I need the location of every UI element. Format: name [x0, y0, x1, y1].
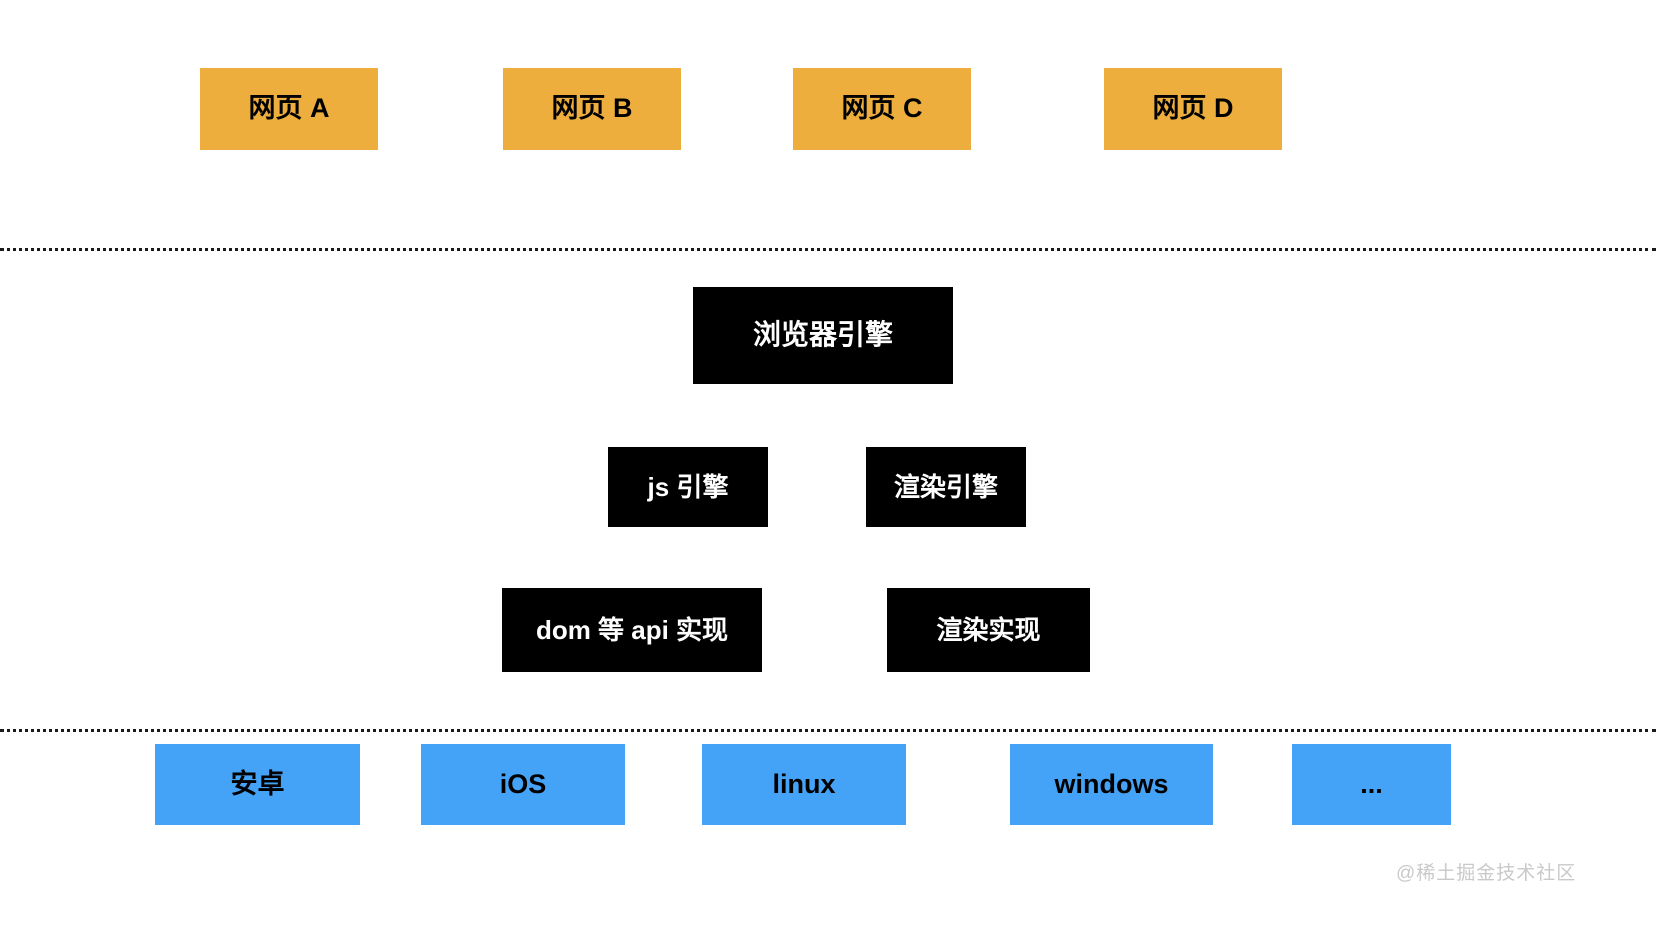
- web-page-label-b: 网页 B: [551, 93, 633, 124]
- os-label-ios: iOS: [499, 768, 547, 799]
- watermark: @稀土掘金技术社区: [1396, 863, 1577, 884]
- web-page-label-c: 网页 C: [841, 93, 923, 124]
- dom-api-impl-box: dom 等 api 实现: [502, 588, 762, 672]
- browser-engine-label: 浏览器引擎: [752, 319, 893, 351]
- js-engine-box: js 引擎: [608, 447, 768, 527]
- os-box-windows: windows: [1010, 744, 1213, 825]
- dom-api-impl-label: dom 等 api 实现: [535, 614, 729, 645]
- web-page-box-a: 网页 A: [200, 68, 378, 150]
- render-engine-box: 渲染引擎: [866, 447, 1026, 527]
- web-page-label-a: 网页 A: [248, 93, 330, 124]
- os-label-android: 安卓: [230, 768, 285, 799]
- render-impl-label: 渲染实现: [936, 614, 1041, 645]
- web-page-label-d: 网页 D: [1152, 93, 1234, 124]
- web-page-box-d: 网页 D: [1104, 68, 1282, 150]
- os-label-linux: linux: [772, 768, 836, 799]
- js-engine-label: js 引擎: [647, 471, 729, 502]
- os-box-ios: iOS: [421, 744, 625, 825]
- os-label-windows: windows: [1054, 768, 1169, 799]
- web-page-box-b: 网页 B: [503, 68, 681, 150]
- render-impl-box: 渲染实现: [887, 588, 1090, 672]
- web-engine-divider: [0, 248, 1656, 251]
- os-box-more: ...: [1292, 744, 1451, 825]
- web-page-box-c: 网页 C: [793, 68, 971, 150]
- browser-engine-box: 浏览器引擎: [693, 287, 953, 384]
- os-box-linux: linux: [702, 744, 906, 825]
- os-box-android: 安卓: [155, 744, 360, 825]
- render-engine-label: 渲染引擎: [893, 471, 998, 502]
- os-label-more: ...: [1360, 768, 1383, 799]
- engine-os-divider: [0, 729, 1656, 732]
